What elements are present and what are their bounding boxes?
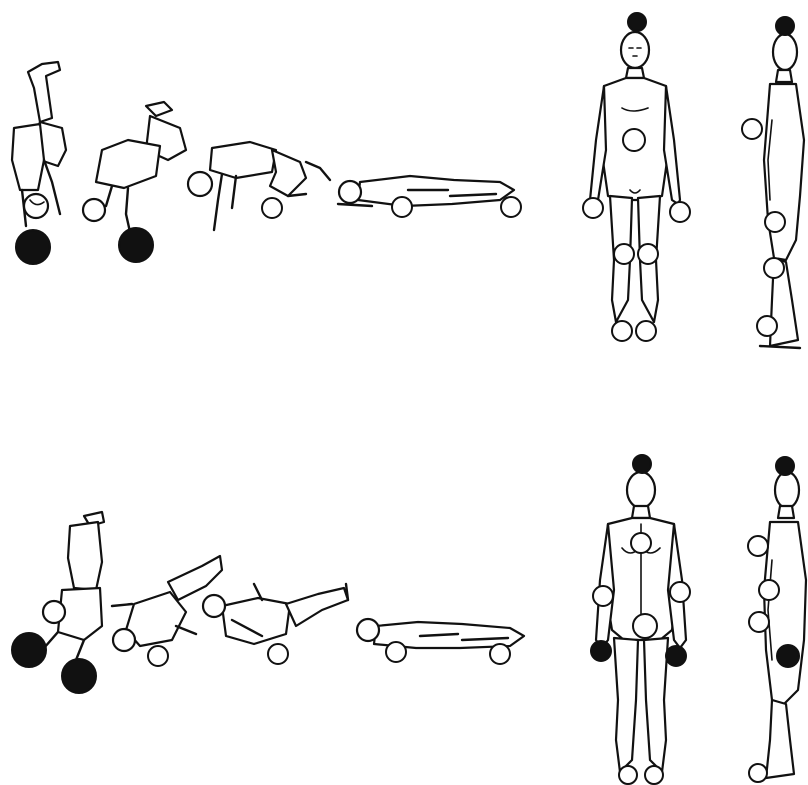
contact-point-filled xyxy=(119,228,153,262)
contact-point-filled xyxy=(628,13,646,31)
contact-point-filled xyxy=(776,17,794,35)
contact-point-open xyxy=(268,644,288,664)
contact-point-filled xyxy=(591,641,611,661)
contact-point-open xyxy=(501,197,521,217)
contact-point-filled xyxy=(633,455,651,473)
backward-roll-frame-3 xyxy=(203,584,348,664)
contact-point-open xyxy=(638,244,658,264)
contact-point-open xyxy=(749,764,767,782)
contact-point-open xyxy=(636,321,656,341)
contact-point-filled xyxy=(777,645,799,667)
contact-point-filled xyxy=(666,646,686,666)
contact-point-open xyxy=(623,129,645,151)
contact-point-filled xyxy=(62,659,96,693)
contact-point-open xyxy=(386,642,406,662)
backward-roll-frame-1 xyxy=(12,512,104,693)
side-view-body-top xyxy=(742,17,804,348)
contact-point-open xyxy=(619,766,637,784)
contact-point-open xyxy=(583,198,603,218)
contact-point-open xyxy=(490,644,510,664)
contact-point-open xyxy=(742,119,762,139)
contact-point-open xyxy=(759,580,779,600)
backward-roll-sequence xyxy=(12,512,524,693)
contact-point-open xyxy=(670,202,690,222)
contact-point-open xyxy=(749,612,769,632)
contact-point-open xyxy=(670,582,690,602)
front-view-body xyxy=(583,13,690,341)
back-view-body xyxy=(591,455,690,784)
forward-roll-frame-1 xyxy=(12,62,66,264)
contact-point-open xyxy=(593,586,613,606)
backward-roll-frame-4 xyxy=(357,619,524,664)
contact-point-open xyxy=(645,766,663,784)
side-view-body-bottom xyxy=(748,457,806,782)
contact-point-filled xyxy=(776,457,794,475)
forward-roll-sequence xyxy=(12,62,521,264)
contact-point-open xyxy=(392,197,412,217)
contact-point-filled xyxy=(12,633,46,667)
forward-roll-frame-2 xyxy=(83,102,186,262)
contact-point-open xyxy=(633,614,657,638)
contact-point-open xyxy=(614,244,634,264)
forward-roll-frame-3 xyxy=(188,142,330,230)
contact-point-open xyxy=(612,321,632,341)
contact-point-open xyxy=(262,198,282,218)
contact-point-open xyxy=(764,258,784,278)
contact-point-open xyxy=(765,212,785,232)
contact-point-open xyxy=(748,536,768,556)
contact-point-open xyxy=(631,533,651,553)
forward-roll-frame-4 xyxy=(338,176,521,217)
contact-point-open xyxy=(148,646,168,666)
contact-point-filled xyxy=(16,230,50,264)
contact-point-open xyxy=(757,316,777,336)
